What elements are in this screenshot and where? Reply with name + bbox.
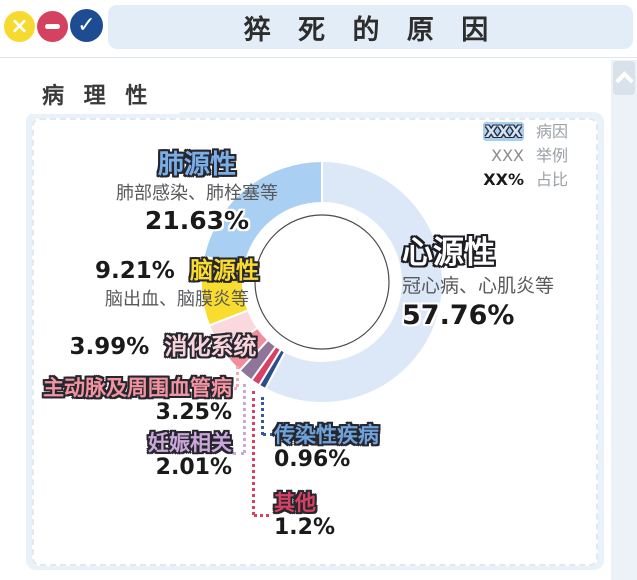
pulmonary-pct: 21.63% bbox=[144, 206, 250, 236]
label-block-aortic: 主动脉及周围血管病 3.25% bbox=[30, 376, 232, 425]
legend: XXX 病因 XXX 举例 XX% 占比 bbox=[458, 121, 568, 190]
minus-icon bbox=[45, 24, 60, 29]
legend-label-cause: 病因 bbox=[536, 122, 569, 141]
scroll-up-button[interactable] bbox=[613, 61, 635, 95]
confirm-button[interactable]: ✓ bbox=[70, 9, 103, 42]
label-block-infectious: 传染性疾病 0.96% bbox=[274, 423, 424, 472]
close-icon: × bbox=[10, 14, 29, 39]
leader-aortic bbox=[236, 366, 239, 387]
pregnancy-pct: 2.01% bbox=[155, 454, 232, 480]
leader-infectious-h bbox=[263, 433, 273, 436]
label-block-other: 其他 1.2% bbox=[274, 491, 394, 540]
label-block-digestive: 3.99% 消化系统 bbox=[50, 334, 276, 361]
legend-sample-example: XXX bbox=[491, 146, 524, 165]
digestive-pct: 3.99% bbox=[69, 334, 150, 360]
leader-pregnancy-h bbox=[233, 452, 244, 455]
scrollbar-track[interactable] bbox=[611, 60, 637, 580]
cerebral-name: 脑源性 bbox=[189, 258, 259, 284]
top-divider bbox=[0, 57, 637, 58]
page-title: 猝 死 的 原 因 bbox=[243, 14, 498, 46]
label-block-cardiac: 心源性 冠心病、心肌炎等 57.76% bbox=[402, 236, 598, 331]
label-block-cerebral: 9.21% 脑源性 脑出血、脑膜炎等 bbox=[64, 258, 290, 310]
donut-chart bbox=[200, 160, 444, 404]
cerebral-example: 脑出血、脑膜炎等 bbox=[105, 288, 249, 310]
infectious-name: 传染性疾病 bbox=[274, 423, 379, 447]
leader-pregnancy bbox=[243, 384, 246, 453]
chevron-up-icon bbox=[614, 70, 634, 90]
other-pct: 1.2% bbox=[274, 514, 336, 540]
cardiac-pct: 57.76% bbox=[402, 299, 515, 331]
cardiac-name: 心源性 bbox=[402, 235, 495, 271]
label-block-pregnancy: 妊娠相关 2.01% bbox=[118, 431, 232, 480]
other-name: 其他 bbox=[274, 491, 316, 515]
minimize-button[interactable] bbox=[37, 11, 68, 42]
tab-pathological[interactable]: 病 理 性 bbox=[28, 74, 180, 114]
check-icon: ✓ bbox=[77, 13, 96, 38]
legend-sample-pct: XX% bbox=[483, 170, 524, 189]
digestive-name: 消化系统 bbox=[164, 334, 257, 360]
leader-aortic-h bbox=[228, 387, 237, 390]
donut-center-ring bbox=[254, 214, 390, 350]
leader-infectious bbox=[261, 397, 264, 435]
legend-label-pct: 占比 bbox=[536, 170, 569, 189]
leader-other bbox=[252, 391, 255, 515]
cerebral-pct: 9.21% bbox=[95, 258, 175, 284]
legend-sample-cause: XXX bbox=[482, 122, 524, 141]
leader-other-h bbox=[254, 514, 269, 517]
legend-label-example: 举例 bbox=[536, 146, 569, 165]
pulmonary-example: 肺部感染、肺栓塞等 bbox=[116, 183, 278, 205]
close-button[interactable]: × bbox=[4, 11, 35, 42]
title-bar: 猝 死 的 原 因 bbox=[108, 5, 633, 49]
aortic-pct: 3.25% bbox=[155, 399, 232, 425]
aortic-name: 主动脉及周围血管病 bbox=[43, 376, 232, 400]
pregnancy-name: 妊娠相关 bbox=[148, 431, 232, 455]
tab-label: 病 理 性 bbox=[42, 84, 154, 109]
label-block-pulmonary: 肺源性 肺部感染、肺栓塞等 21.63% bbox=[88, 150, 306, 236]
infectious-pct: 0.96% bbox=[274, 446, 351, 472]
pulmonary-name: 肺源性 bbox=[157, 150, 236, 180]
cardiac-example: 冠心病、心肌炎等 bbox=[402, 274, 555, 297]
